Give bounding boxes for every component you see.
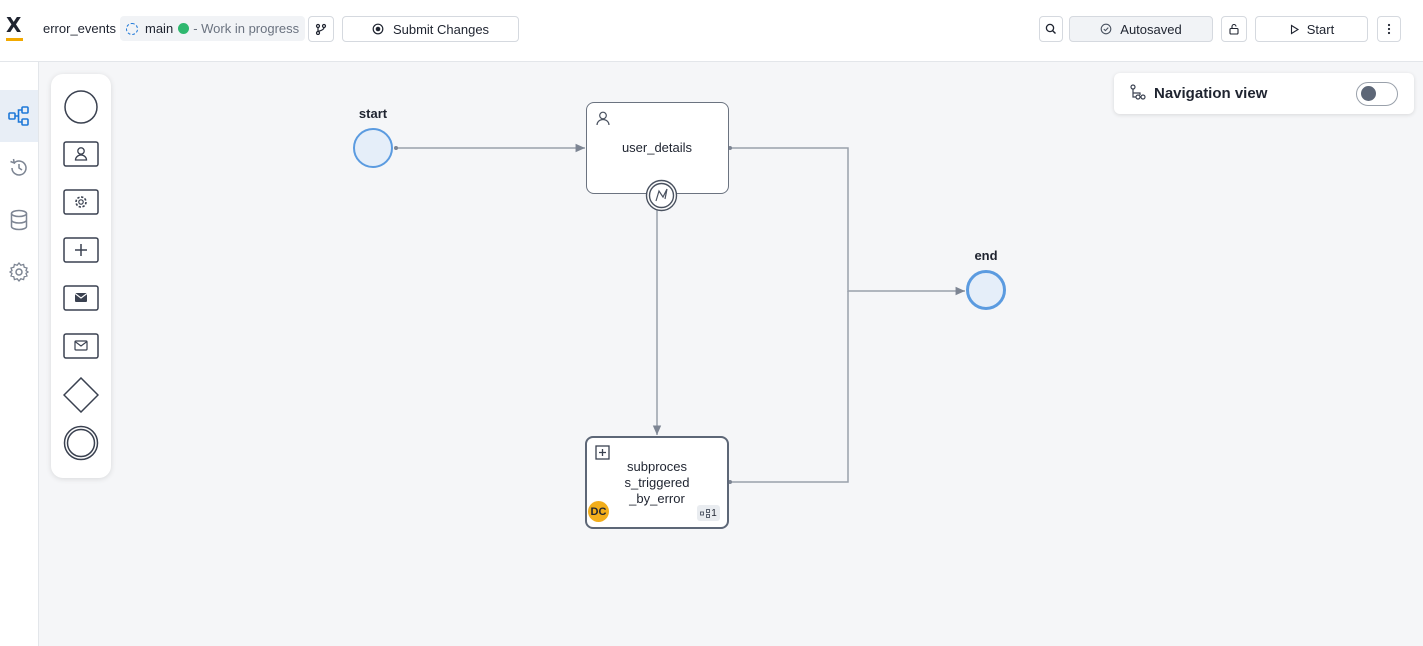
palette-end-event[interactable] <box>63 425 99 461</box>
palette-user-task[interactable] <box>63 137 99 173</box>
sidebar-item-history[interactable] <box>0 142 38 194</box>
branch-icon <box>315 23 327 35</box>
branch-indicator[interactable]: main - Work in progress <box>120 16 306 41</box>
kebab-icon <box>1387 23 1391 35</box>
autosaved-indicator: Autosaved <box>1069 16 1213 42</box>
start-event[interactable] <box>352 127 394 169</box>
navigation-view-toggle[interactable] <box>1356 82 1398 106</box>
user-icon <box>596 111 610 126</box>
autosaved-label: Autosaved <box>1120 21 1182 37</box>
user-task-label: user_details <box>621 140 693 155</box>
subprocess-label: subproces s_triggered _by_error <box>587 459 727 507</box>
branch-menu-button[interactable] <box>308 16 334 42</box>
palette-gateway[interactable] <box>63 377 99 413</box>
process-diagram-icon <box>8 106 29 126</box>
service-task-icon <box>63 189 99 215</box>
search-icon <box>1045 23 1056 34</box>
more-options-button[interactable] <box>1377 16 1401 42</box>
sync-icon <box>126 22 138 35</box>
gateway-icon <box>63 377 99 413</box>
history-icon <box>10 158 27 176</box>
top-bar: X error_events main - Work in progress S… <box>0 0 1423 62</box>
end-event-icon <box>63 425 99 461</box>
palette-start-event[interactable] <box>63 89 99 125</box>
start-event-label: start <box>358 106 388 121</box>
sidebar-item-settings[interactable] <box>0 246 38 298</box>
app-logo[interactable]: X <box>6 13 24 42</box>
receive-message-icon <box>63 333 99 359</box>
end-event-label: end <box>974 248 998 263</box>
subprocess-label-line-1: subproces <box>627 459 687 474</box>
record-icon <box>372 23 384 35</box>
check-circle-icon <box>1100 23 1112 35</box>
start-button[interactable]: Start <box>1255 16 1368 42</box>
branch-name: main <box>145 21 174 36</box>
subprocess-count: 1 <box>711 507 717 519</box>
toggle-knob <box>1361 86 1376 101</box>
sidebar-item-diagram[interactable] <box>0 90 38 142</box>
navigation-view-title: Navigation view <box>1154 85 1268 102</box>
process-name: error_events <box>43 21 116 36</box>
subprocess-count-badge: 1 <box>697 505 720 521</box>
expand-subprocess-icon[interactable] <box>595 445 610 460</box>
start-event-icon <box>64 90 98 124</box>
palette-service-task[interactable] <box>63 185 99 221</box>
start-button-label: Start <box>1306 21 1335 37</box>
error-boundary-event[interactable] <box>645 179 678 212</box>
database-icon <box>10 209 28 231</box>
end-event[interactable] <box>965 269 1007 311</box>
play-icon <box>1290 24 1299 34</box>
palette-receive-message[interactable] <box>63 329 99 365</box>
branch-status: - Work in progress <box>193 21 300 36</box>
error-icon <box>655 188 668 202</box>
navigation-view-panel: Navigation view <box>1114 73 1414 114</box>
left-sidebar <box>0 62 39 646</box>
subprocess-label-line-2: s_triggered <box>624 475 690 490</box>
sidebar-item-data[interactable] <box>0 194 38 246</box>
submit-changes-button[interactable]: Submit Changes <box>342 16 519 42</box>
subprocess-icon <box>63 237 99 263</box>
status-check-icon <box>178 23 190 34</box>
send-message-icon <box>63 285 99 311</box>
palette-subprocess[interactable] <box>63 233 99 269</box>
submit-changes-label: Submit Changes <box>392 21 490 37</box>
lock-button[interactable] <box>1221 16 1247 42</box>
user-task-node[interactable]: user_details <box>586 102 729 194</box>
settings-icon <box>8 261 30 283</box>
unlock-icon <box>1229 23 1239 35</box>
flow-subprocess-to-end[interactable] <box>730 291 849 483</box>
subprocess-label-line-3: _by_error <box>629 491 685 506</box>
subprocess-node[interactable]: subproces s_triggered _by_error <box>585 436 729 529</box>
element-palette <box>51 74 111 478</box>
assignee-avatar[interactable]: DC <box>588 501 609 522</box>
navigation-tree-icon <box>1130 84 1146 100</box>
search-button[interactable] <box>1039 16 1063 42</box>
palette-send-message[interactable] <box>63 281 99 317</box>
flow-user-details-to-end[interactable] <box>730 147 965 296</box>
flow-count-icon <box>700 508 711 518</box>
user-task-icon <box>63 141 99 167</box>
